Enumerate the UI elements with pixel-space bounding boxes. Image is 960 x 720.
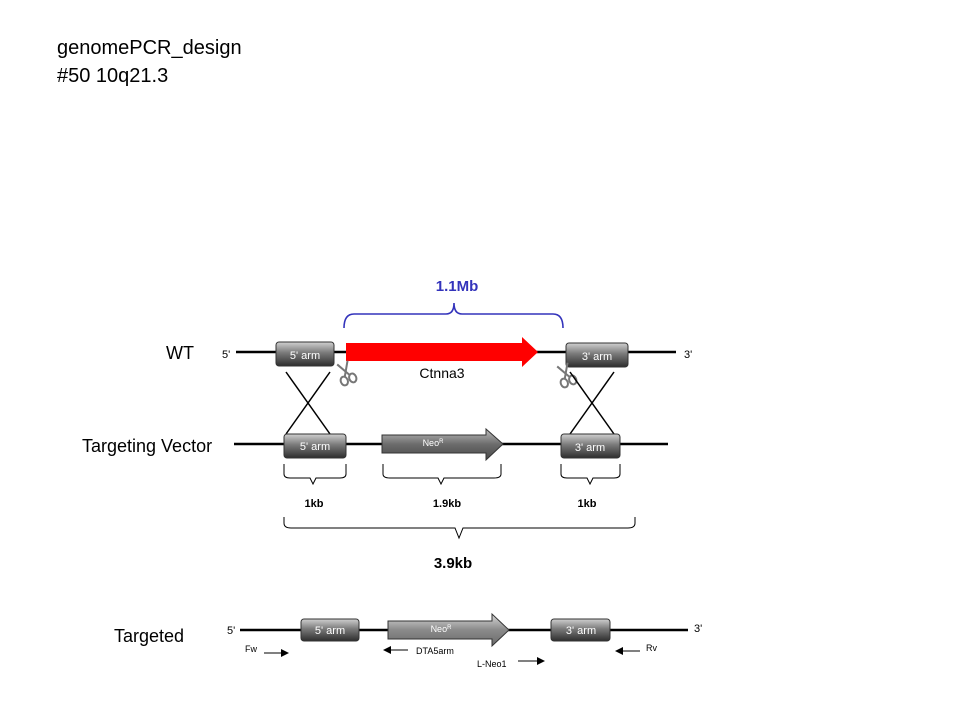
total-size-label: 3.9kb [434, 555, 472, 572]
arm5-size-bracket [283, 464, 347, 486]
primer-rv-label: Rv [646, 643, 657, 653]
recombination-cross-5 [285, 371, 331, 435]
vector-arm5-box: 5' arm [283, 433, 347, 459]
page-subtitle: #50 10q21.3 [57, 65, 169, 87]
targeted-five-prime: 5' [227, 625, 235, 637]
wt-three-prime: 3' [684, 349, 692, 361]
targeted-neo-arrow: NeoR [387, 612, 510, 648]
neo-size-bracket [382, 464, 502, 486]
wt-arm3-box: 3' arm [565, 342, 629, 368]
targeted-arm5-box: 5' arm [300, 618, 360, 642]
svg-text:3' arm: 3' arm [566, 625, 596, 637]
svg-text:NeoR: NeoR [423, 438, 445, 448]
primer-fw-label: Fw [245, 644, 257, 654]
wt-arm5-box: 5' arm [275, 341, 335, 367]
primer-lneo1-label: L-Neo1 [477, 659, 507, 669]
total-size-bracket [283, 517, 636, 540]
svg-text:5' arm: 5' arm [315, 625, 345, 637]
svg-text:5' arm: 5' arm [290, 350, 320, 362]
arm3-size-label: 1kb [578, 498, 597, 510]
gene-label: Ctnna3 [419, 365, 464, 381]
scissors-icon [336, 360, 358, 387]
scissors-icon [556, 362, 578, 389]
svg-text:NeoR: NeoR [431, 624, 453, 634]
recombination-cross-3 [569, 371, 615, 435]
neo-size-label: 1.9kb [433, 498, 461, 510]
vector-neo-arrow: NeoR [381, 427, 504, 462]
arm5-size-label: 1kb [305, 498, 324, 510]
wt-gene-arrow [346, 337, 538, 367]
wt-row-label: WT [166, 343, 194, 363]
primer-dta5arm-label: DTA5arm [416, 646, 454, 656]
vector-row-label: Targeting Vector [82, 436, 212, 456]
wt-five-prime: 5' [222, 349, 230, 361]
svg-text:3' arm: 3' arm [575, 442, 605, 454]
arm3-size-bracket [560, 464, 621, 486]
page-title: genomePCR_design [57, 37, 242, 59]
targeted-arm3-box: 3' arm [550, 618, 611, 642]
targeted-three-prime: 3' [694, 623, 702, 635]
targeted-row-label: Targeted [114, 626, 184, 646]
svg-text:3' arm: 3' arm [582, 351, 612, 363]
deletion-size-label: 1.1Mb [436, 278, 479, 295]
svg-text:5' arm: 5' arm [300, 441, 330, 453]
deletion-bracket [343, 302, 564, 329]
vector-arm3-box: 3' arm [560, 433, 621, 459]
